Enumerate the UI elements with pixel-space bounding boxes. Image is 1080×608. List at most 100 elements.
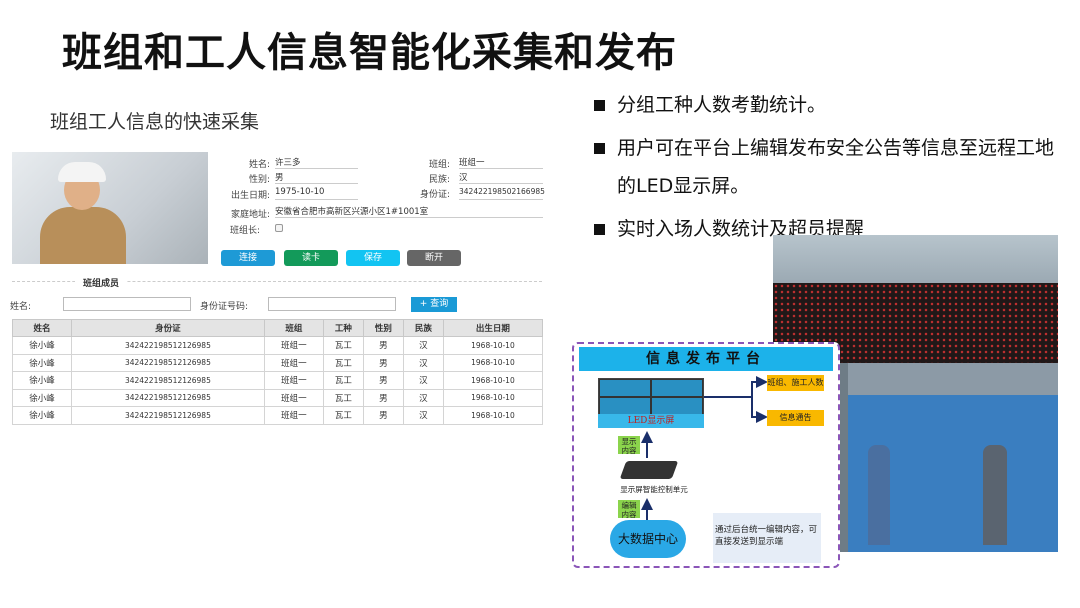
table-cell: 男 <box>362 353 404 372</box>
table-cell: 男 <box>362 406 404 425</box>
table-cell: 男 <box>362 336 404 355</box>
table-cell: 1968-10-10 <box>442 336 544 355</box>
search-id-label: 身份证号码: <box>200 302 249 312</box>
square-bullet-icon <box>594 100 605 111</box>
column-header[interactable]: 民族 <box>402 319 444 337</box>
search-name-label: 姓名: <box>10 302 32 312</box>
table-cell: 班组一 <box>263 371 324 390</box>
column-header[interactable]: 身份证 <box>70 319 265 337</box>
read-card-button[interactable]: 读卡 <box>284 250 338 266</box>
address-label: 家庭地址: <box>230 210 270 220</box>
bullet-text: 分组工种人数考勤统计。 <box>617 94 827 116</box>
led-label: LED显示屏 <box>598 414 704 428</box>
table-cell: 瓦工 <box>322 353 364 372</box>
controller-device-icon <box>619 461 679 479</box>
address-value: 安徽省合肥市高新区兴源小区1#1001室 <box>275 205 543 218</box>
output-notice: 信息通告 <box>767 410 824 426</box>
bullet-item: 用户可在平台上编辑发布安全公告等信息至远程工地的LED显示屏。 <box>594 129 1054 205</box>
table-cell: 徐小峰 <box>12 353 72 372</box>
table-cell: 汉 <box>402 388 444 407</box>
diagram-arrows <box>641 376 768 522</box>
table-header-row: 姓名身份证班组工种性别民族出生日期 <box>12 319 544 337</box>
birth-label: 出生日期: <box>230 191 270 201</box>
search-id-input[interactable] <box>268 297 396 311</box>
worker-photo <box>12 152 208 264</box>
bullet-item: 实时入场人数统计及超员提醒 <box>594 210 1054 248</box>
table-cell: 徐小峰 <box>12 388 72 407</box>
table-cell: 342422198512126985 <box>70 371 265 390</box>
members-section-title: 班组成员 <box>75 276 128 289</box>
column-header[interactable]: 姓名 <box>12 319 72 337</box>
show-content-label: 显示内容 <box>618 436 640 455</box>
column-header[interactable]: 班组 <box>263 319 324 337</box>
edit-content-label: 编辑内容 <box>618 500 640 519</box>
table-cell: 瓦工 <box>322 336 364 355</box>
diagram-note: 通过后台统一编辑内容，可直接发送到显示端 <box>713 513 821 563</box>
bullet-text: 实时入场人数统计及超员提醒 <box>617 218 865 240</box>
table-cell: 汉 <box>402 353 444 372</box>
table-cell: 班组一 <box>263 353 324 372</box>
table-cell: 1968-10-10 <box>442 371 544 390</box>
table-cell: 班组一 <box>263 406 324 425</box>
table-cell: 男 <box>362 371 404 390</box>
table-cell: 班组一 <box>263 336 324 355</box>
query-button[interactable]: + 查询 <box>411 297 457 312</box>
controller-label: 显示屏智能控制单元 <box>620 485 688 494</box>
leader-checkbox[interactable] <box>275 224 283 232</box>
site-led-photo <box>773 235 1058 552</box>
bullet-text: 用户可在平台上编辑发布安全公告等信息至远程工地的LED显示屏。 <box>617 137 1055 197</box>
table-cell: 瓦工 <box>322 371 364 390</box>
table-cell: 342422198512126985 <box>70 336 265 355</box>
gender-value: 男 <box>275 171 358 184</box>
birth-value: 1975-10-10 <box>275 187 358 200</box>
table-cell: 瓦工 <box>322 388 364 407</box>
ethnic-label: 民族: <box>428 175 450 185</box>
column-header[interactable]: 性别 <box>362 319 404 337</box>
section-subtitle: 班组工人信息的快速采集 <box>50 111 260 133</box>
leader-label: 班组长: <box>229 226 260 236</box>
output-group-count: 班组、施工人数 <box>767 375 824 391</box>
diagram-title: 信息发布平台 <box>579 347 833 371</box>
save-button[interactable]: 保存 <box>346 250 400 266</box>
table-cell: 汉 <box>402 336 444 355</box>
search-name-input[interactable] <box>63 297 191 311</box>
table-cell: 班组一 <box>263 388 324 407</box>
section-divider <box>12 281 542 282</box>
table-cell: 1968-10-10 <box>442 388 544 407</box>
table-cell: 瓦工 <box>322 406 364 425</box>
table-cell: 男 <box>362 388 404 407</box>
gender-label: 性别: <box>248 175 270 185</box>
table-cell: 1968-10-10 <box>442 406 544 425</box>
name-value: 许三多 <box>275 156 358 169</box>
disconnect-button[interactable]: 断开 <box>407 250 461 266</box>
group-label: 班组: <box>428 160 450 170</box>
connect-button[interactable]: 连接 <box>221 250 275 266</box>
id-label: 身份证: <box>419 190 450 200</box>
square-bullet-icon <box>594 224 605 235</box>
ethnic-value: 汉 <box>459 171 543 184</box>
table-cell: 1968-10-10 <box>442 353 544 372</box>
bullet-list: 分组工种人数考勤统计。 用户可在平台上编辑发布安全公告等信息至远程工地的LED显… <box>594 86 1054 248</box>
page-title: 班组和工人信息智能化采集和发布 <box>62 30 677 76</box>
table-cell: 342422198512126985 <box>70 388 265 407</box>
id-value: 342422198502166985 <box>459 187 545 200</box>
table-cell: 汉 <box>402 371 444 390</box>
column-header[interactable]: 工种 <box>322 319 364 337</box>
column-header[interactable]: 出生日期 <box>442 319 544 337</box>
table-cell: 徐小峰 <box>12 371 72 390</box>
table-cell: 徐小峰 <box>12 406 72 425</box>
table-cell: 汉 <box>402 406 444 425</box>
square-bullet-icon <box>594 143 605 154</box>
table-cell: 徐小峰 <box>12 336 72 355</box>
table-cell: 342422198512126985 <box>70 353 265 372</box>
group-value: 班组一 <box>459 156 543 169</box>
table-cell: 342422198512126985 <box>70 406 265 425</box>
data-center-cloud: 大数据中心 <box>610 520 686 558</box>
bullet-item: 分组工种人数考勤统计。 <box>594 86 1054 124</box>
